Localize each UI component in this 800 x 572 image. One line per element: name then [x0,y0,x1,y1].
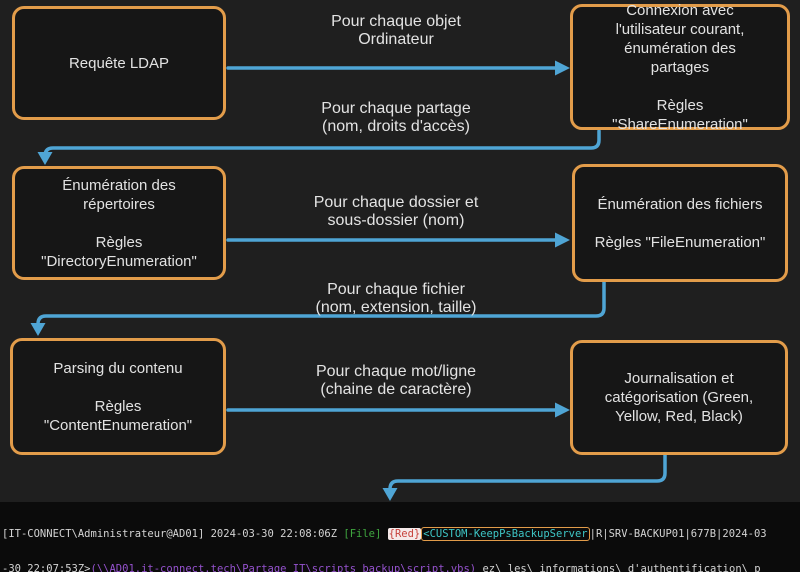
arrow-label-mot-ligne: Pour chaque mot/ligne (chaine de caractè… [315,363,477,398]
flow-box-journalisation: Journalisation et catégorisation (Green,… [570,340,788,455]
terminal-red-severity-badge: {Red} [387,527,422,540]
arrowhead-down-4 [30,323,46,336]
terminal-file-tag: [File] [343,527,382,540]
terminal-line: [IT-CONNECT\Administrateur@AD01] 2024-03… [2,526,800,541]
flow-box-content-parsing: Parsing du contenu Règles "ContentEnumer… [10,338,226,455]
flow-box-requete-ldap: Requête LDAP [12,6,226,120]
terminal-log-prefix: [IT-CONNECT\Administrateur@AD01] 2024-03… [2,527,344,540]
arrowhead-down-2 [37,152,53,165]
arrowhead-right-5 [555,402,570,418]
arrowhead-down-6 [382,488,398,501]
arrowhead-right-1 [555,60,570,76]
arrow-label-partage: Pour chaque partage (nom, droits d'accès… [321,100,471,135]
terminal-line: -30 22:07:53Z>(\\AD01.it-connect.tech\Pa… [2,562,800,572]
arrowhead-right-3 [555,232,570,248]
flow-box-file-enumeration: Énumération des fichiers Règles "FileEnu… [572,164,788,282]
terminal-file-path: (\\AD01.it-connect.tech\Partage_IT\scrip… [90,562,477,572]
arrow-journal-to-terminal [388,453,667,493]
terminal-rule-name-highlight: <CUSTOM-KeepPsBackupServer [421,526,590,541]
terminal-output: [IT-CONNECT\Administrateur@AD01] 2024-03… [0,502,800,572]
arrow-label-fichier: Pour chaque fichier (nom, extension, tai… [315,281,477,316]
terminal-match-meta: |R|SRV-BACKUP01|677B|2024-03 [589,527,767,540]
arrow-label-objet-ordinateur: Pour chaque objet Ordinateur [331,13,461,48]
flow-box-share-enumeration: Connexion avec l'utilisateur courant, én… [570,2,790,133]
arrow-label-dossier: Pour chaque dossier et sous-dossier (nom… [313,194,479,229]
flow-box-directory-enumeration: Énumération des répertoires Règles "Dire… [12,166,226,280]
